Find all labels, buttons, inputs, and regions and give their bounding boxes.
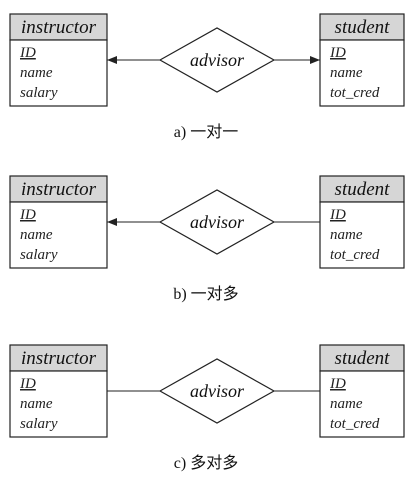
attribute: name [20, 65, 53, 81]
entity-body [9, 370, 108, 438]
diagram-caption: c) 多对多 [174, 454, 238, 472]
primary-key-attribute: ID [19, 207, 36, 223]
relationship-diamond [158, 27, 276, 93]
entity-name: instructor [21, 348, 97, 369]
entity-name: student [335, 17, 391, 38]
relationship-diamond [158, 358, 276, 424]
relationship-name: advisor [190, 212, 245, 232]
attribute: name [20, 227, 53, 243]
entity-name: instructor [21, 179, 97, 200]
primary-key-attribute: ID [19, 376, 36, 392]
relationship-name: advisor [190, 381, 245, 401]
entity-body [319, 201, 405, 269]
entity-body [9, 201, 108, 269]
attribute: salary [20, 416, 58, 432]
entity-header [9, 13, 108, 41]
left-arrowhead [107, 218, 117, 226]
entity-name: student [335, 348, 391, 369]
entity-body [319, 39, 405, 107]
diagram-caption: a) 一对一 [174, 123, 238, 141]
primary-key-attribute: ID [19, 45, 36, 61]
primary-key-attribute: ID [329, 207, 346, 223]
right-arrowhead [310, 56, 320, 64]
attribute: tot_cred [330, 416, 380, 432]
attribute: name [330, 396, 363, 412]
left-arrowhead [107, 56, 117, 64]
primary-key-attribute: ID [329, 376, 346, 392]
attribute: salary [20, 85, 58, 101]
attribute: name [20, 396, 53, 412]
attribute: name [330, 227, 363, 243]
attribute: tot_cred [330, 85, 380, 101]
relationship-name: advisor [190, 50, 245, 70]
entity-name: student [335, 179, 391, 200]
relationship-diamond [158, 189, 276, 255]
primary-key-attribute: ID [329, 45, 346, 61]
attribute: salary [20, 247, 58, 263]
diagram-caption: b) 一对多 [173, 285, 238, 303]
entity-name: instructor [21, 17, 97, 38]
entity-body [319, 370, 405, 438]
entity-header [9, 344, 108, 372]
entity-body [9, 39, 108, 107]
attribute: tot_cred [330, 247, 380, 263]
attribute: name [330, 65, 363, 81]
entity-header [319, 344, 405, 372]
